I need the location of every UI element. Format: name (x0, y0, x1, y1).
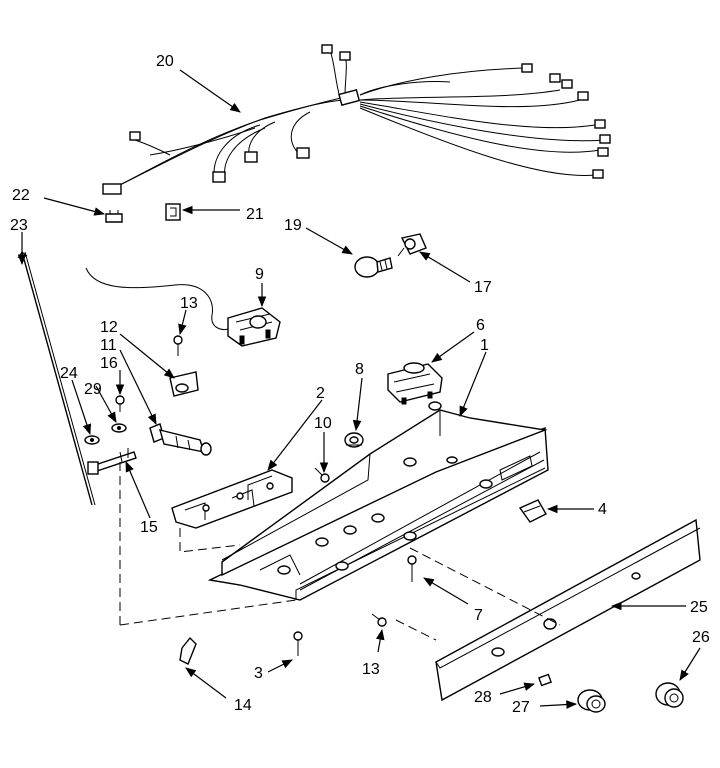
screw-part-7 (407, 555, 417, 582)
callout-21: 21 (246, 206, 264, 223)
screw-part-16 (115, 395, 125, 412)
rod-part-23 (17, 251, 96, 506)
callout-16: 16 (100, 355, 118, 372)
light-bulb-part (354, 256, 393, 278)
clip-part-4 (518, 499, 547, 523)
callout-23: 23 (10, 217, 28, 234)
wiring-harness-part (102, 44, 611, 195)
callout-19: 19 (284, 217, 302, 234)
callout-15: 15 (140, 519, 158, 536)
callout-1: 1 (480, 337, 489, 354)
clip-part-21 (165, 203, 181, 221)
callout-24: 24 (60, 365, 78, 382)
lamp-socket-part (397, 233, 427, 257)
front-panel-part (395, 518, 701, 702)
washer-part-29 (111, 423, 127, 433)
callout-13-upper: 13 (180, 295, 198, 312)
grommet-part (344, 432, 364, 448)
callout-3: 3 (254, 665, 263, 682)
callout-9: 9 (255, 266, 264, 283)
control-housing-part (207, 401, 549, 601)
clip-part-14 (179, 636, 197, 665)
clip-part-28 (538, 673, 552, 687)
callout-28: 28 (474, 689, 492, 706)
callout-14: 14 (234, 697, 252, 714)
screw-part-3 (293, 631, 303, 656)
screw-part-13-upper (173, 335, 183, 356)
callout-13-lower: 13 (362, 661, 380, 678)
clip-part-22 (105, 210, 123, 223)
callout-11: 11 (100, 337, 117, 354)
callout-2: 2 (316, 385, 325, 402)
callout-17: 17 (474, 279, 492, 296)
control-shaft-part (149, 423, 212, 456)
callout-6: 6 (476, 317, 485, 334)
link-arm-part (87, 448, 297, 626)
screw-part-10 (314, 467, 330, 483)
callout-labels: 20 22 21 23 19 17 9 13 12 11 16 24 29 15… (10, 53, 710, 716)
callout-27: 27 (512, 699, 530, 716)
callout-12: 12 (100, 319, 118, 336)
callout-4: 4 (598, 501, 607, 518)
washer-part-24 (84, 435, 100, 445)
callout-10: 10 (314, 415, 332, 432)
bracket-part-12 (169, 371, 199, 397)
knob-part-26 (655, 682, 684, 708)
callout-22: 22 (12, 187, 30, 204)
callout-25: 25 (690, 599, 708, 616)
leader-lines (17, 69, 701, 709)
damper-control-part (387, 362, 443, 405)
callout-29: 29 (84, 381, 102, 398)
thermostat-part (85, 267, 281, 347)
screw-part-13-lower (371, 613, 387, 627)
bracket-part-2 (171, 469, 293, 553)
callout-20: 20 (156, 53, 174, 70)
knob-part-27 (577, 689, 606, 713)
callout-7: 7 (474, 607, 483, 624)
callout-26: 26 (692, 629, 710, 646)
callout-8: 8 (355, 361, 364, 378)
